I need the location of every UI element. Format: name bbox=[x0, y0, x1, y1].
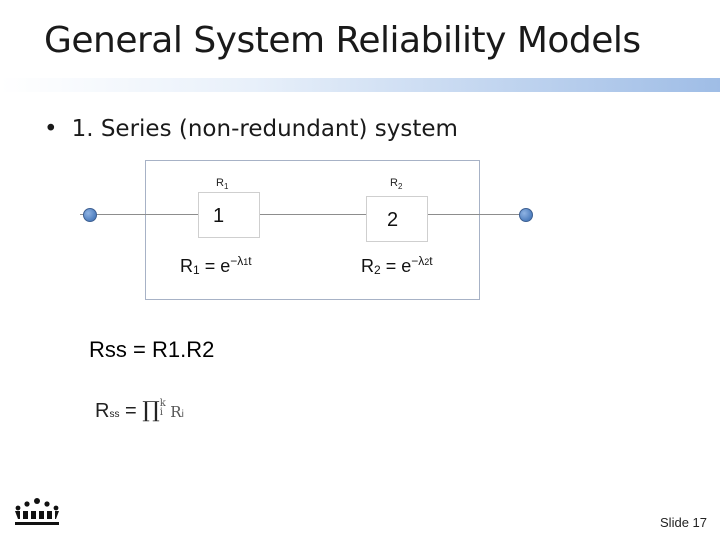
product-symbol: ∏ bbox=[142, 398, 160, 423]
block-1-number: 1 bbox=[213, 205, 225, 227]
wire-right bbox=[425, 214, 525, 215]
wire-middle bbox=[258, 214, 368, 215]
block-2: 2 bbox=[366, 196, 428, 242]
block-2-reliability-label: R2 bbox=[390, 177, 403, 192]
block-1-reliability-label: R1 bbox=[216, 177, 229, 192]
input-node bbox=[83, 208, 97, 222]
title-accent-bar bbox=[0, 78, 720, 92]
wire-left bbox=[80, 214, 198, 215]
bullet-text: 1. Series (non-redundant) system bbox=[71, 116, 458, 142]
bullet-item: • 1. Series (non-redundant) system bbox=[44, 116, 458, 142]
rss-product-equation: Rss = R1.R2 bbox=[89, 337, 215, 362]
series-diagram-frame bbox=[145, 160, 480, 300]
slide-number: Slide 17 bbox=[660, 515, 707, 530]
slide-title: General System Reliability Models bbox=[44, 20, 641, 61]
bullet-marker: • bbox=[44, 116, 58, 142]
crown-logo-icon bbox=[15, 498, 59, 525]
block-1: 1 bbox=[198, 192, 260, 238]
block-1-formula: R1 = e−λ1t bbox=[180, 254, 252, 277]
block-2-formula: R2 = e−λ2t bbox=[361, 254, 433, 277]
output-node bbox=[519, 208, 533, 222]
block-2-number: 2 bbox=[387, 209, 399, 231]
